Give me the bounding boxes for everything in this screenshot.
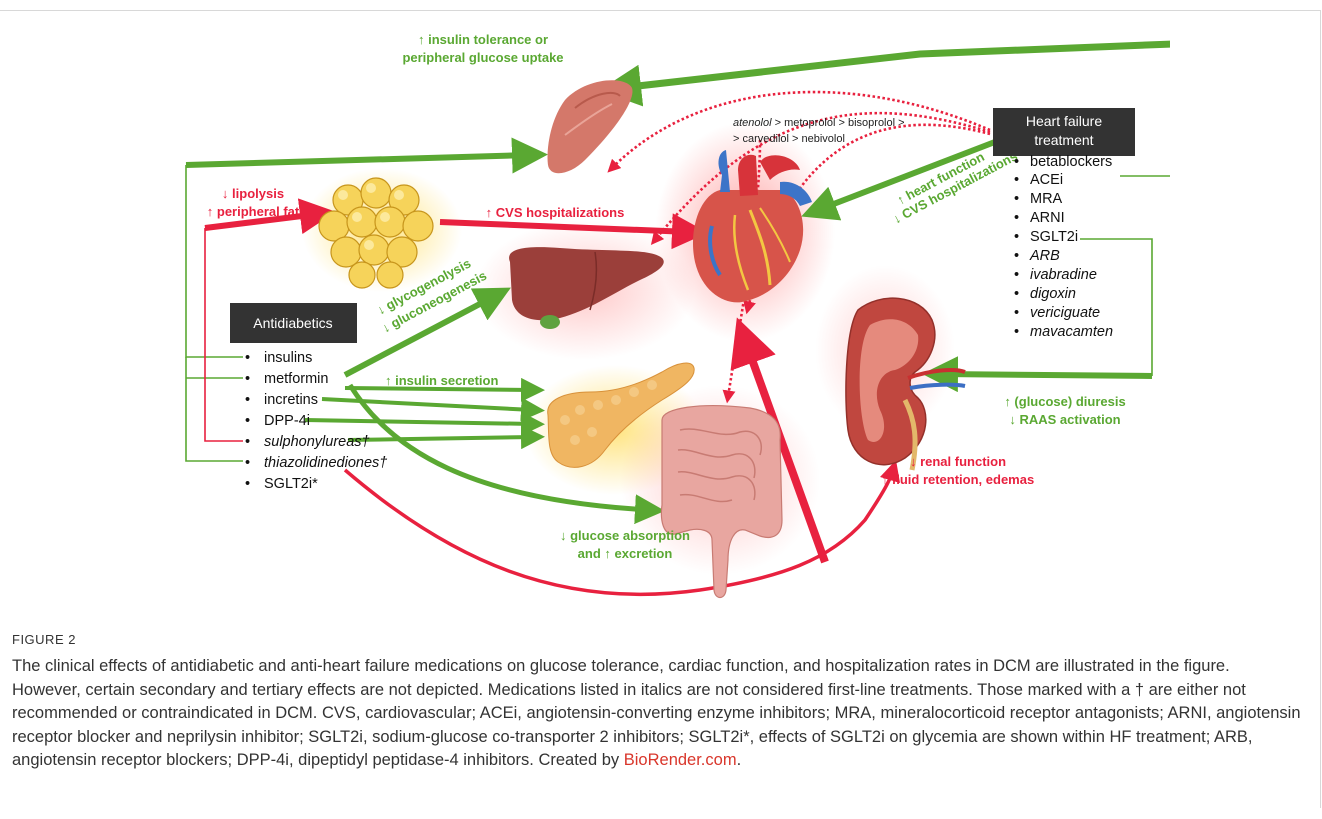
hf-item: • <box>1014 248 1019 264</box>
arrow-sulfonylurea-to-pancreas <box>348 437 533 440</box>
label-beta-order-1: atenolol > metoprolol > bisoprolol > <box>733 117 905 129</box>
hf-item: • <box>1014 267 1019 283</box>
hf-item-label: SGLT2i <box>1030 229 1078 245</box>
hf-item-label: digoxin <box>1030 286 1076 302</box>
label-insulin-secretion: ↑ insulin secretion <box>385 373 498 388</box>
hf-item: • <box>1014 154 1019 170</box>
label-glucose-absorption: ↓ glucose absorption <box>560 528 690 543</box>
hf-item-label: vericiguate <box>1030 305 1100 321</box>
hf-item-label: MRA <box>1030 191 1063 207</box>
arrow-hf-to-muscle <box>620 44 1170 88</box>
caption-label: FIGURE 2 <box>12 632 1302 647</box>
hf-item: • <box>1014 305 1019 321</box>
hf-item-label: mavacamten <box>1030 324 1113 340</box>
antidiabetics-box: Antidiabetics <box>230 303 357 343</box>
label-fluid-retention: ↑ fluid retention, edemas <box>882 472 1034 487</box>
hf-treatment-box: Heart failure treatment <box>993 108 1135 156</box>
ad-item-label: incretins <box>264 392 318 408</box>
ad-item: • <box>245 392 250 408</box>
ad-item-label: sulphonylureas† <box>264 434 370 450</box>
hf-treatment-list: • betablockers • ACEi • MRA • ARNI • SGLT2i •… <box>1014 154 1113 340</box>
arrow-incretins-to-pancreas <box>322 399 533 410</box>
hf-title-line2: treatment <box>1034 132 1093 148</box>
caption-text-block: The clinical effects of antidiabetic and… <box>12 655 1302 773</box>
label-beta-order-2: > carvedilol > nebivolol <box>733 133 845 145</box>
label-insulin-tolerance-2: peripheral glucose uptake <box>402 50 563 65</box>
ad-item-label: insulins <box>264 350 312 366</box>
hf-title-line1: Heart failure <box>1026 113 1102 129</box>
hf-item: • <box>1014 286 1019 302</box>
hf-item-label: ARB <box>1029 248 1060 264</box>
ad-item: • <box>245 413 250 429</box>
hf-item: • <box>1014 210 1019 226</box>
label-renal-function: ↓ renal function <box>910 454 1006 469</box>
hf-item-label: betablockers <box>1030 154 1112 170</box>
ad-item: • <box>245 350 250 366</box>
hf-item: • <box>1014 229 1019 245</box>
hf-item: • <box>1014 172 1019 188</box>
hf-item-label: ACEi <box>1030 172 1063 188</box>
biorender-link[interactable]: BioRender.com <box>624 751 737 769</box>
arrow-metformin-to-pancreas <box>345 388 533 390</box>
ad-item-label: SGLT2i* <box>264 476 318 492</box>
label-peripheral-fat: ↑ peripheral fat <box>207 204 300 219</box>
ad-item: • <box>245 476 250 492</box>
arrow-hf-sglt2-to-kidney <box>940 374 1152 376</box>
arrow-insulins-to-muscle <box>186 155 530 165</box>
hf-item-label: ARNI <box>1030 210 1065 226</box>
hf-item-label: ivabradine <box>1030 267 1097 283</box>
label-raas: ↓ RAAS activation <box>1009 412 1120 427</box>
hf-item: • <box>1014 324 1019 340</box>
ad-item-label: DPP-4i <box>264 413 310 429</box>
label-excretion: and ↑ excretion <box>578 546 673 561</box>
antidiabetics-title: Antidiabetics <box>253 315 332 331</box>
ad-item: • <box>245 455 250 471</box>
label-lipolysis: ↓ lipolysis <box>222 186 284 201</box>
label-beta-atenolol: atenolol <box>733 117 772 129</box>
diagram: ↑ insulin tolerance or peripheral glucos… <box>150 12 1170 612</box>
label-beta-rest: > metoprolol > bisoprolol > <box>772 117 905 129</box>
intestines-illustration <box>661 406 782 598</box>
ad-item: • <box>245 434 250 450</box>
ad-item-label: metformin <box>264 371 328 387</box>
label-cvs-hosp-up: ↑ CVS hospitalizations <box>486 205 625 220</box>
ad-item-label: thiazolidinediones† <box>264 455 387 471</box>
arrow-dpp4-to-pancreas <box>305 420 533 424</box>
caption-end: . <box>737 751 742 769</box>
label-insulin-tolerance-1: ↑ insulin tolerance or <box>418 32 548 47</box>
figure-caption: FIGURE 2 The clinical effects of antidia… <box>12 632 1302 773</box>
label-diuresis: ↑ (glucose) diuresis <box>1004 394 1125 409</box>
hf-item: • <box>1014 191 1019 207</box>
ad-item: • <box>245 371 250 387</box>
